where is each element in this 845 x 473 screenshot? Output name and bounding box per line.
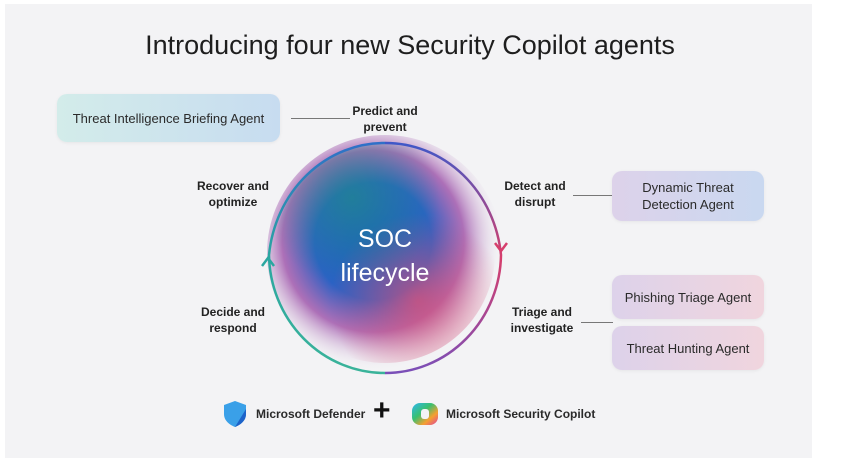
defender-shield-icon <box>224 401 246 427</box>
connector-line <box>581 322 613 323</box>
footer-copilot: Microsoft Security Copilot <box>410 400 595 428</box>
plus-icon: + <box>373 394 391 427</box>
connector-line <box>291 118 350 119</box>
copilot-logo-icon <box>412 403 438 425</box>
connector-line <box>573 195 613 196</box>
agent-threat-hunting: Threat Hunting Agent <box>612 326 764 370</box>
arrow-down-icon <box>494 242 508 254</box>
ring-left-arc <box>267 141 386 375</box>
page-title: Introducing four new Security Copilot ag… <box>145 30 675 60</box>
arrow-up-icon <box>261 255 275 267</box>
agent-threat-intelligence-briefing: Threat Intelligence Briefing Agent <box>57 94 280 142</box>
ring-right-arc <box>384 141 503 375</box>
agent-phishing-triage: Phishing Triage Agent <box>612 275 764 319</box>
footer-defender: Microsoft Defender <box>222 400 365 428</box>
